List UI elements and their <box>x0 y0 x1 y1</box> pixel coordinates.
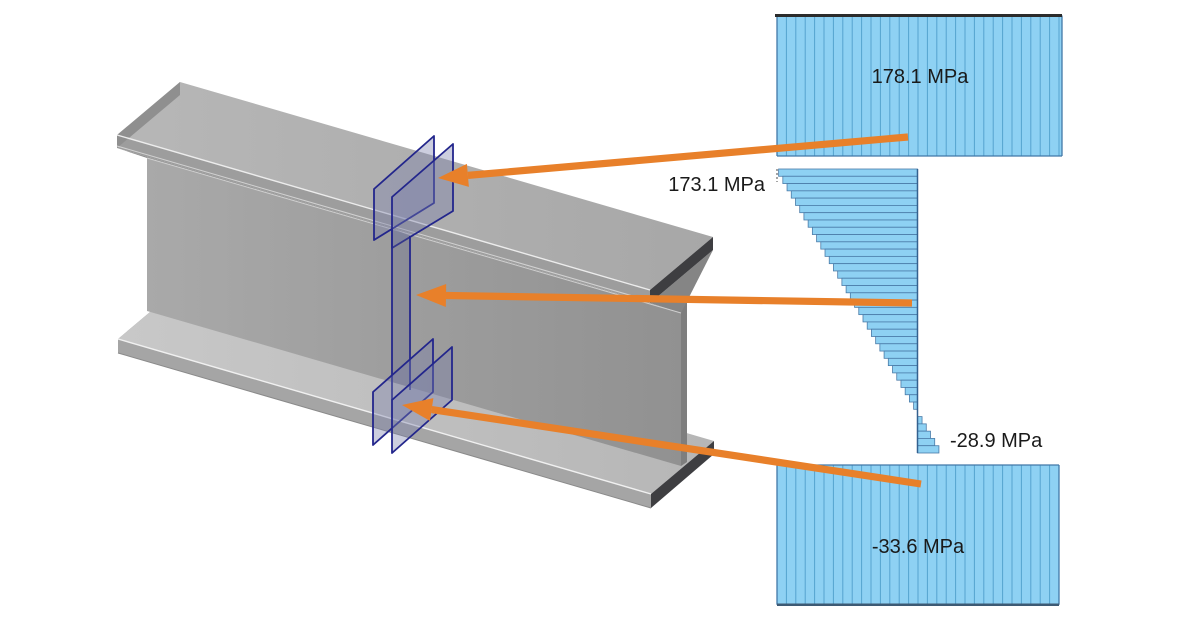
stress-strip <box>841 277 918 286</box>
bottom-flange-front-face <box>118 339 651 508</box>
stress-strip <box>908 394 918 403</box>
edge-highlight <box>117 338 652 495</box>
stress-strip <box>875 336 918 345</box>
arrow-top-flange-head <box>438 163 469 187</box>
stress-strip <box>824 248 918 257</box>
section-plane-web-band <box>392 228 410 387</box>
bottom-flange-right-end-cap <box>651 441 714 508</box>
arrow-web-head <box>416 283 447 307</box>
stress-diagrams <box>775 14 1063 607</box>
section-planes <box>372 135 454 454</box>
edge-highlight <box>117 352 652 509</box>
stress-strip <box>896 372 918 381</box>
stress-strip <box>795 197 918 206</box>
stress-strip <box>833 263 918 272</box>
web-bottom-stress-label: -28.9 MPa <box>950 430 1043 452</box>
stress-strip <box>904 387 918 396</box>
arrow-web-shaft <box>445 291 913 307</box>
arrow-web <box>416 283 913 307</box>
arrow-top-flange <box>438 133 909 187</box>
stress-strip <box>883 350 918 359</box>
stress-strip <box>790 190 918 199</box>
section-plane-front-bottom <box>372 338 434 446</box>
stress-strip <box>786 183 918 192</box>
stress-strip <box>862 314 918 323</box>
stress-strip <box>799 205 918 214</box>
arrow-top-flange-shaft <box>467 133 909 179</box>
stress-strip <box>845 285 918 294</box>
web-end-face <box>681 295 687 466</box>
stress-strip <box>816 234 918 243</box>
stress-strip <box>858 306 918 316</box>
leader-arrows <box>402 133 922 488</box>
stress-strip <box>871 328 918 337</box>
stress-strip <box>892 365 918 374</box>
stress-strip <box>887 357 918 367</box>
bottom-flange-stress-label: -33.6 MPa <box>872 536 965 558</box>
stress-strip <box>917 430 931 439</box>
stress-labels: 178.1 MPa 173.1 MPa -28.9 MPa -33.6 MPa <box>668 66 1043 558</box>
stress-strip <box>837 270 918 279</box>
stress-strip <box>828 255 918 265</box>
top-flange-right-end-cap <box>650 237 713 303</box>
stress-strip <box>900 379 918 388</box>
stress-strip <box>778 168 918 177</box>
arrow-bottom-flange-shaft <box>431 405 922 488</box>
stress-strip <box>811 226 918 235</box>
edge-highlight <box>116 145 651 302</box>
top-flange-left-end-cap <box>117 82 180 148</box>
stress-strip <box>917 438 936 447</box>
section-plane-back-bottom <box>391 346 453 454</box>
stress-strip <box>782 175 918 184</box>
top-flange-stress-label: 178.1 MPa <box>872 66 970 88</box>
stress-strip <box>879 343 918 352</box>
top-flange-front-face <box>117 135 650 303</box>
stress-strip <box>820 241 918 250</box>
stress-strip <box>807 219 918 228</box>
stress-strip <box>917 445 940 454</box>
section-plane-front-top <box>373 135 435 241</box>
stress-strip <box>803 212 918 221</box>
arrow-bottom-flange-head <box>402 398 434 421</box>
arrow-bottom-flange <box>402 398 922 488</box>
top-flange-top-face <box>117 82 713 290</box>
web-front-face <box>147 158 681 466</box>
stress-strip <box>866 321 918 330</box>
stress-strip <box>917 423 927 432</box>
i-beam <box>116 82 714 509</box>
edge-highlight <box>116 134 651 291</box>
web-top-stress-label: 173.1 MPa <box>668 174 766 196</box>
